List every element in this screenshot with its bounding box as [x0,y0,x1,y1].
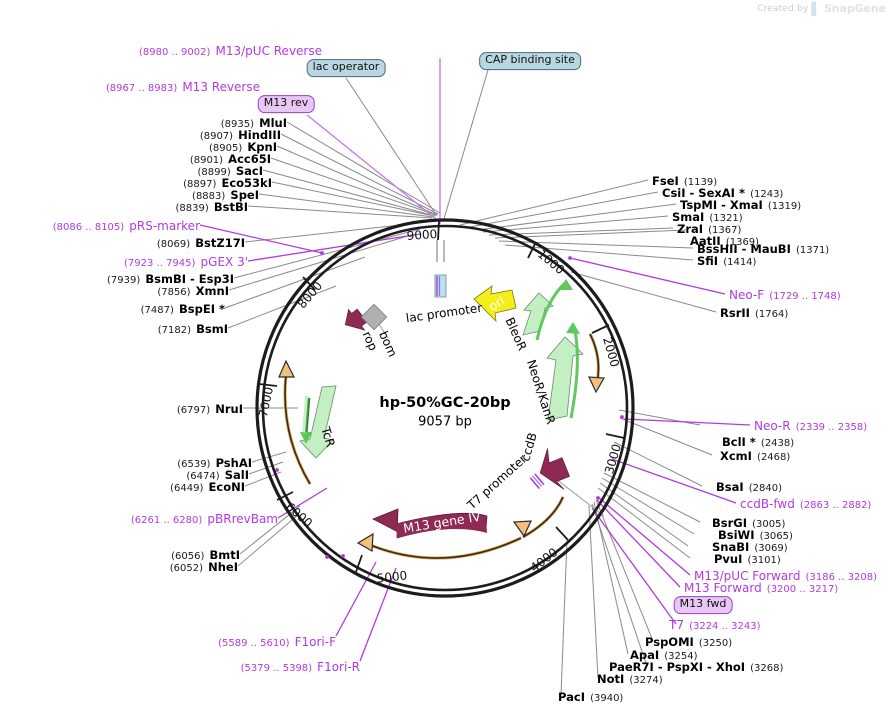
orange-feature-arcs-core [284,333,600,559]
label-hindiii[interactable]: (8907) HindIII [199,128,281,142]
feature-lac-ticks [436,240,445,262]
label-pshai[interactable]: (6539) PshAI [177,456,252,470]
label-m13-puc-forward[interactable]: M13/pUC Forward (3186 .. 3208) [694,569,878,583]
label-spei[interactable]: (8883) SpeI [192,188,259,202]
backbone-site-dots [275,251,624,559]
feature-ccdb [539,448,571,490]
label-smai[interactable]: SmaI (1321) [672,210,743,224]
leader-lines-top [345,69,489,223]
label-pgex3[interactable]: (7923 .. 7945) pGEX 3' [124,255,248,269]
label-neo-f[interactable]: Neo-F (1729 .. 1748) [729,288,841,302]
label-bstbi[interactable]: (8839) BstBI [175,200,248,214]
feature-tcr-promoter [300,395,312,444]
feature-ori [473,285,517,323]
pill-lac-operator[interactable]: lac operator [306,59,386,77]
label-rsrii[interactable]: RsrII (1764) [720,306,789,320]
label-aatii[interactable]: AatII (1369) [690,234,760,248]
label-paer7i-pspxi-xhoi[interactable]: PaeR7I - PspXI - XhoI (3268) [609,660,784,674]
label-acc65i[interactable]: (8901) Acc65I [189,152,271,166]
snapgene-watermark: Created by ▌ SnapGene [757,2,886,15]
feature-rop [344,308,368,331]
orange-arrowheads [278,359,605,553]
tick-label-5000: 5000 [376,568,408,586]
leader-lines-right [459,179,717,696]
label-bsai[interactable]: BsaI (2840) [716,480,783,494]
label-sali[interactable]: (6474) SalI [186,468,249,482]
label-m13-reverse[interactable]: (8967 .. 8983) M13 Reverse [105,80,260,94]
label-f1ori-r[interactable]: (5379 .. 5398) F1ori-R [240,660,360,674]
label-fsei[interactable]: FseI (1139) [652,174,718,188]
feature-lac-promoter [434,274,447,298]
label-neo-r[interactable]: Neo-R (2339 .. 2358) [754,419,868,433]
label-bsmbi-esp3i[interactable]: (7939) BsmBI - Esp3I [107,272,234,286]
feature-neor-kanr [546,336,584,421]
pill-m13-fwd[interactable]: M13 fwd [673,596,733,614]
label-nhei[interactable]: (6052) NheI [169,560,238,574]
label-csii-sexai[interactable]: CsiI - SexAI * (1243) [662,186,784,200]
label-snabi[interactable]: SnaBI (3069) [712,540,788,554]
label-eco53ki[interactable]: (8897) Eco53kI [183,176,272,190]
label-bsrgi[interactable]: BsrGI (3005) [712,516,786,530]
feature-bleor [522,292,554,336]
label-saci[interactable]: (8899) SacI [197,164,264,178]
label-ccdb-fwd[interactable]: ccdB-fwd (2863 .. 2882) [740,497,872,511]
pill-cap-binding-site[interactable]: CAP binding site [479,52,581,70]
label-zrai[interactable]: ZraI (1367) [677,222,742,236]
snapgene-flag-icon: ▌ [811,1,821,16]
label-pvui[interactable]: PvuI (3101) [714,552,781,566]
label-prs-marker[interactable]: (8086 .. 8105) pRS-marker [52,219,200,233]
label-kpni[interactable]: (8905) KpnI [209,140,277,154]
label-bmti[interactable]: (6056) BmtI [171,548,240,562]
feature-t7-promoter [529,473,545,489]
label-econi[interactable]: (6449) EcoNI [170,480,245,494]
plasmid-name: hp-50%GC-20bp [379,394,511,411]
pill-m13-rev[interactable]: M13 rev [257,95,315,113]
label-m13-puc-reverse[interactable]: (8980 .. 9002) M13/pUC Reverse [138,44,322,58]
label-bstz17i[interactable]: (8069) BstZ17I [156,236,245,250]
leader-lines-top-primers [306,58,441,224]
label-m13-forward[interactable]: M13 Forward (3200 .. 3217) [684,581,839,595]
promoter-arrowheads [560,279,580,334]
watermark-prefix: Created by [757,3,809,14]
plasmid-size: 9057 bp [418,414,472,430]
feature-tcr [299,385,337,459]
label-bsmi[interactable]: (7182) BsmI [157,322,228,336]
label-xmni[interactable]: (7856) XmnI [157,284,229,298]
label-bcli[interactable]: BclI * (2438) [722,435,795,449]
label-pbrrevbam[interactable]: (6261 .. 6280) pBRrevBam [130,512,278,526]
tick-label-9000: 9000 [406,226,438,244]
label-tspmi-xmai[interactable]: TspMI - XmaI (1319) [680,198,802,212]
feature-m13-gene-iv [372,508,488,539]
leader-lines-right-primers [569,257,751,625]
label-apai[interactable]: ApaI (3254) [630,648,698,662]
watermark-brand: SnapGene [823,2,886,15]
label-bsiwi[interactable]: BsiWI (3065) [718,528,793,542]
label-sfii[interactable]: SfiI (1414) [697,254,757,268]
label-noti[interactable]: NotI (3274) [597,672,663,686]
label-t7-primer[interactable]: T7 (3224 .. 3243) [669,618,761,632]
feature-bom [360,303,388,331]
label-paci[interactable]: PacI (3940) [558,690,624,704]
label-nrui[interactable]: (6797) NruI [176,402,243,416]
label-f1ori-f[interactable]: (5589 .. 5610) F1ori-F [218,635,336,649]
label-xcmi[interactable]: XcmI (2468) [720,449,791,463]
backbone-ticks [258,220,625,573]
plasmid-backbone [255,218,635,598]
label-bsshii-maubi[interactable]: BssHII - MauBI (1371) [697,242,830,256]
label-pspomi[interactable]: PspOMI (3250) [645,635,733,649]
label-bspei[interactable]: (7487) BspEI * [140,302,225,316]
label-mlui[interactable]: (8935) MluI [220,116,287,130]
